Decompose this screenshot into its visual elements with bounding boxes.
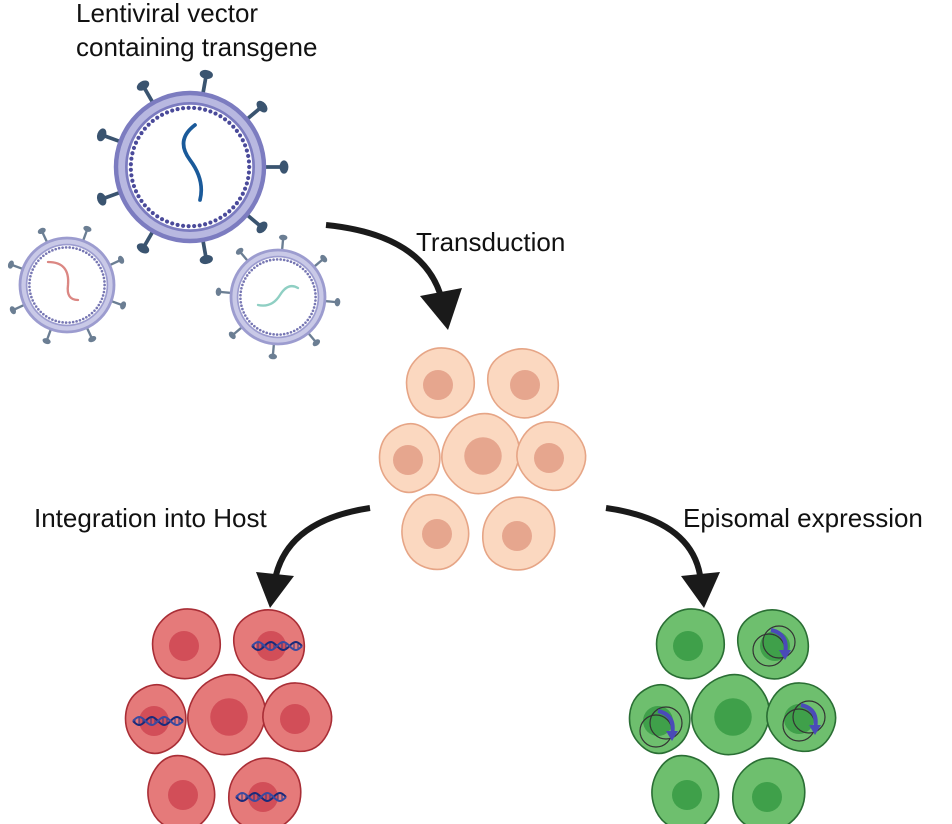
cell-nucleus — [256, 631, 286, 661]
transduction-label: Transduction — [416, 227, 565, 257]
cell-nucleus — [510, 370, 540, 400]
host-cell-icon — [401, 493, 470, 571]
cell-nucleus — [248, 782, 278, 812]
lentivirus-icon-small-left — [7, 225, 127, 345]
cell-nucleus — [423, 370, 453, 400]
cell-nucleus — [168, 780, 198, 810]
transgene-strand — [46, 260, 80, 302]
lentivirus-icon-main — [96, 69, 289, 265]
cell-nucleus — [280, 704, 310, 734]
transgene-strand — [256, 284, 300, 307]
host-cell-icon — [227, 757, 302, 824]
host-cell-icon — [486, 348, 560, 419]
lentivirus-icon-small-right — [215, 234, 341, 360]
episome-plasmid-icon — [782, 700, 826, 742]
vector-label-line1: Lentiviral vector — [76, 0, 258, 28]
host-cell-icon — [655, 608, 726, 680]
cell-nucleus — [673, 631, 703, 661]
host-cell-icon — [628, 683, 691, 755]
host-cell-icon — [378, 422, 441, 494]
host-cell-icon — [124, 683, 187, 755]
dna-helix-icon — [235, 792, 287, 802]
cell-nucleus — [534, 443, 564, 473]
cell-nucleus — [714, 698, 752, 736]
host-cell-icon — [262, 682, 333, 753]
host-cell-icon — [651, 754, 720, 824]
host-cell-icon — [405, 347, 476, 419]
cell-nucleus — [139, 706, 169, 736]
host-cell-icon — [731, 757, 806, 824]
episome-plasmid-icon — [752, 625, 796, 667]
host-cell-icon — [736, 609, 810, 680]
episomal-arrow — [605, 505, 720, 608]
transgene-strand — [181, 123, 204, 202]
cell-nucleus — [169, 631, 199, 661]
cell-nucleus — [393, 445, 423, 475]
host-cell-icon — [187, 673, 267, 756]
integration-label: Integration into Host — [34, 503, 267, 533]
host-cell-icon — [232, 609, 306, 680]
cell-nucleus — [210, 698, 248, 736]
host-cell-icon — [147, 754, 216, 824]
cell-nucleus — [422, 519, 452, 549]
episomal-label: Episomal expression — [683, 503, 923, 533]
host-cell-icon — [516, 421, 587, 492]
dna-helix-icon — [132, 716, 184, 726]
host-cell-icon — [691, 673, 771, 756]
cell-nucleus — [672, 780, 702, 810]
host-cell-icon — [151, 608, 222, 680]
host-cell-icon — [766, 682, 837, 753]
host-cell-icon — [481, 496, 556, 571]
cell-nucleus — [464, 437, 502, 475]
vector-label-line2: containing transgene — [76, 32, 317, 62]
host-cell-icon — [441, 412, 521, 495]
cell-nucleus — [502, 521, 532, 551]
cell-nucleus — [752, 782, 782, 812]
episome-plasmid-icon — [639, 706, 683, 748]
transduction-arrow — [325, 222, 462, 330]
dna-helix-icon — [251, 641, 303, 651]
integration-arrow — [256, 505, 371, 608]
